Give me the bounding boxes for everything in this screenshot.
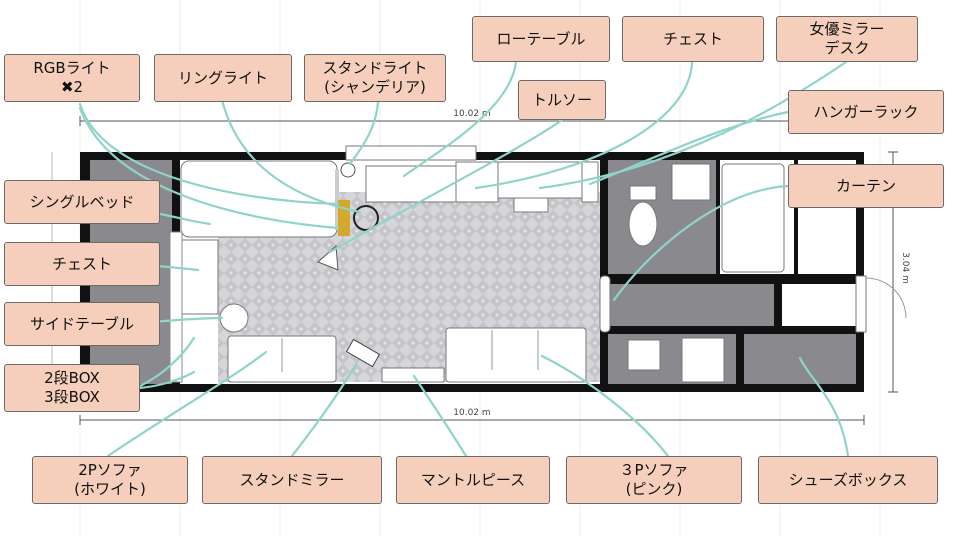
label-mirror-desk: 女優ミラー デスク	[776, 16, 918, 62]
label-torso: トルソー	[518, 80, 606, 120]
stand-mirror	[345, 338, 381, 368]
entrance	[782, 284, 856, 326]
label-curtain: カーテン	[788, 164, 944, 208]
torso	[317, 244, 339, 271]
hallway	[608, 284, 774, 326]
label-sofa-2p: 2Pソファ (ホワイト)	[32, 456, 188, 504]
toilet-sink	[671, 163, 711, 201]
curtain	[599, 275, 611, 333]
label-chest-left: チェスト	[4, 242, 160, 286]
toilet	[628, 201, 658, 247]
door-swing	[865, 277, 907, 319]
bathtub	[721, 163, 785, 273]
box-shelves	[169, 231, 183, 383]
ring-light	[353, 205, 379, 231]
entrance-door	[855, 275, 867, 333]
width-dimension-bottom: 10.02 m	[453, 408, 490, 418]
label-box: 2段BOX 3段BOX	[4, 364, 140, 412]
leader-lines	[78, 60, 850, 458]
mantelpiece	[381, 367, 445, 383]
stand-light-base	[345, 145, 477, 161]
height-dimension: 3.04 m	[900, 252, 910, 284]
label-stand-mirror: スタンドミラー	[202, 456, 382, 504]
rgb-lights	[338, 200, 350, 236]
desk-chair	[513, 197, 549, 213]
chest-top	[455, 161, 499, 203]
label-sofa-3p: ３Pソファ (ピンク)	[566, 456, 742, 504]
washing-machine	[627, 339, 661, 371]
label-low-table: ローテーブル	[472, 16, 610, 62]
width-dimension-top: 10.02 m	[453, 109, 490, 119]
label-side-table: サイドテーブル	[4, 302, 160, 346]
label-hanger-rack: ハンガーラック	[788, 90, 944, 134]
sofa-3p	[445, 327, 587, 383]
label-shoe-box: シューズボックス	[758, 456, 938, 504]
stand-light	[340, 162, 356, 178]
side-table	[219, 303, 249, 333]
label-single-bed: シングルベッド	[4, 180, 160, 224]
bed-headboard	[335, 170, 339, 230]
toilet-tank	[629, 185, 657, 201]
wash-sink	[681, 337, 725, 383]
label-stand-light: スタンドライト (シャンデリア)	[304, 54, 446, 102]
label-ring-light: リングライト	[154, 54, 292, 102]
chest-left	[181, 239, 219, 315]
label-rgb-light: RGBライト ✖2	[4, 54, 140, 102]
label-chest-top: チェスト	[622, 16, 764, 62]
label-mantelpiece: マントルピース	[396, 456, 550, 504]
